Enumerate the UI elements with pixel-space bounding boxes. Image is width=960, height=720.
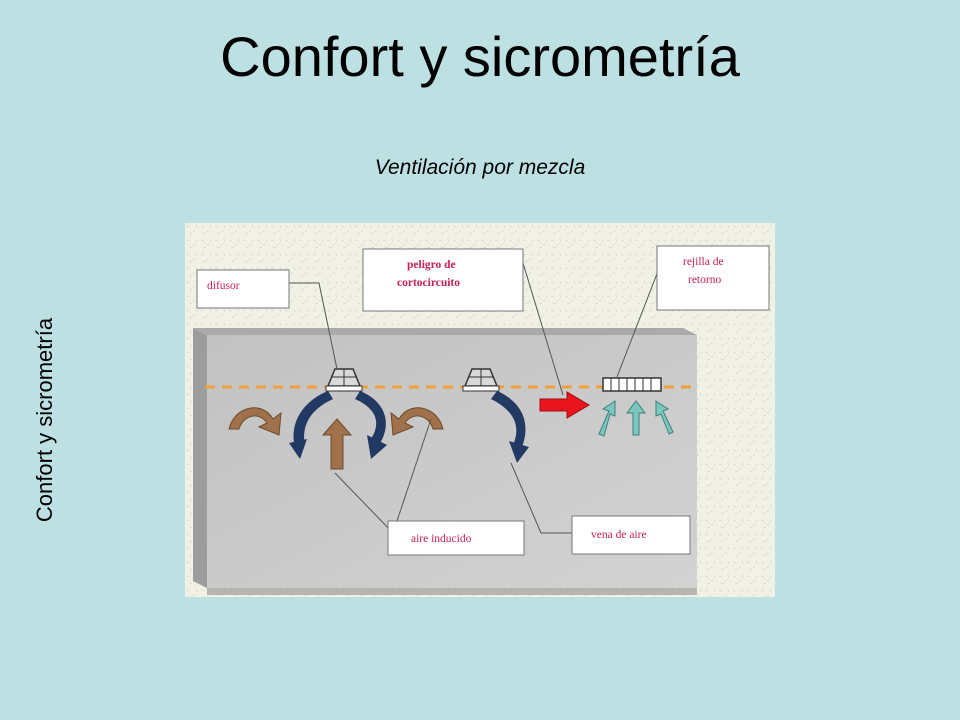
induced-air-arrows bbox=[228, 407, 444, 470]
callout-rejilla: rejilla de retorno bbox=[656, 245, 770, 311]
leader-lines bbox=[288, 252, 666, 534]
slide-title: Confort y sicrometría bbox=[220, 25, 740, 88]
callout-rejilla-line1: rejilla de bbox=[683, 256, 724, 268]
side-label: Confort y sicrometría bbox=[32, 317, 57, 523]
callout-peligro-line1: peligro de bbox=[407, 259, 456, 271]
subtitle: Ventilación por mezcla bbox=[374, 156, 586, 179]
mixing-ventilation-diagram: difusor peligro de cortocircuito rejilla… bbox=[185, 223, 775, 597]
callout-peligro: peligro de cortocircuito bbox=[362, 248, 524, 312]
return-grille bbox=[602, 377, 662, 392]
air-stream-right-diffuser bbox=[491, 391, 529, 463]
diffuser-right bbox=[462, 368, 500, 392]
air-stream-left-diffuser bbox=[289, 391, 387, 459]
callout-aire-inducido: aire inducido bbox=[387, 520, 525, 556]
callout-vena-de-aire-text: vena de aire bbox=[591, 529, 647, 541]
callout-vena-de-aire: vena de aire bbox=[571, 515, 691, 555]
short-circuit-arrow bbox=[539, 391, 590, 419]
diagram-svg: difusor peligro de cortocircuito rejilla… bbox=[185, 223, 775, 597]
return-air-arrows bbox=[598, 400, 674, 437]
callout-rejilla-line2: retorno bbox=[688, 274, 721, 286]
callout-peligro-line2: cortocircuito bbox=[397, 277, 460, 289]
callout-aire-inducido-text: aire inducido bbox=[411, 533, 472, 545]
callout-difusor-text: difusor bbox=[207, 280, 240, 292]
callout-difusor: difusor bbox=[196, 269, 290, 309]
diffuser-left bbox=[325, 368, 363, 392]
